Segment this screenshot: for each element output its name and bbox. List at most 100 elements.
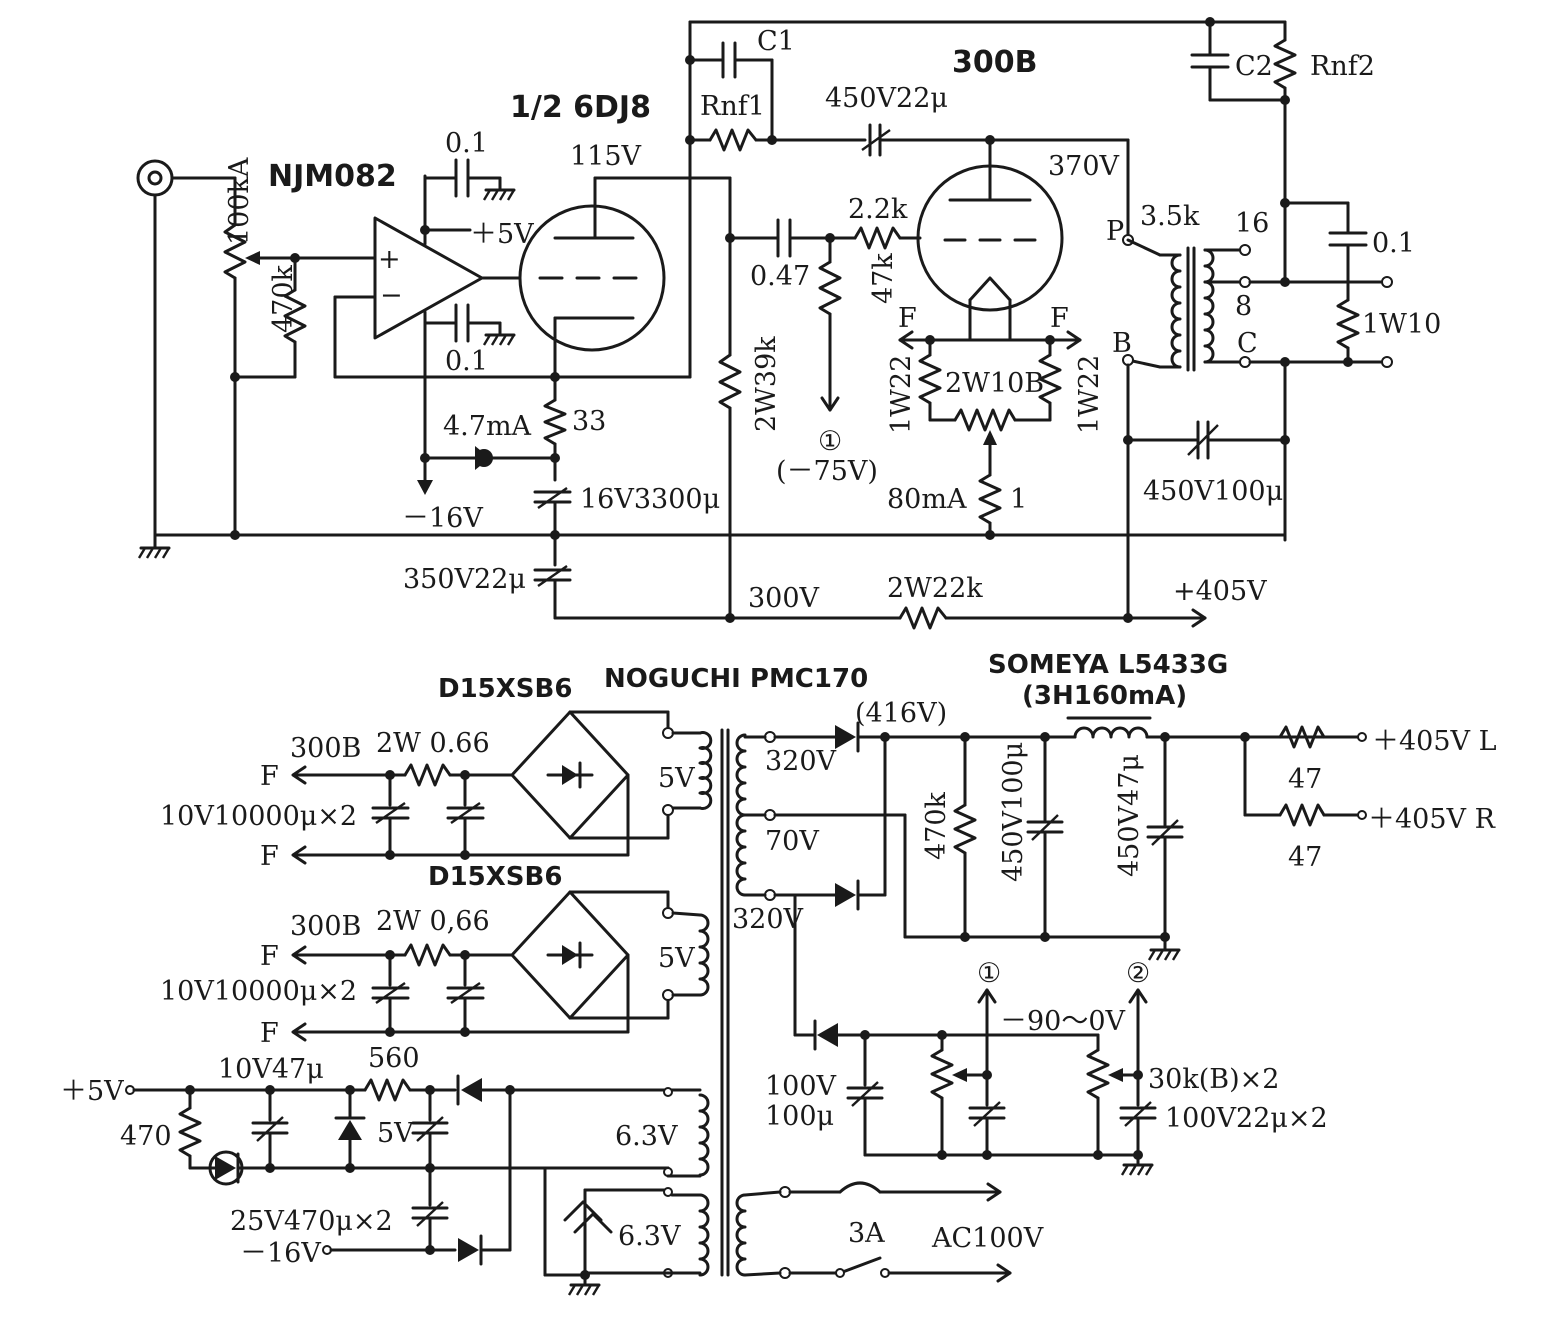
bias-cap-c-label: 100μ: [765, 1101, 834, 1132]
hum-right-label: 1W22: [1074, 355, 1105, 434]
out-l-label: ＋405V L: [1372, 726, 1497, 757]
input-jack[interactable]: [136, 159, 174, 197]
bypass-bottom-label: 0.1: [445, 346, 488, 377]
bypass-cap-top: [423, 158, 516, 202]
fil1-5v-label: 5V: [658, 763, 695, 794]
fil2-5v-label: 5V: [658, 943, 695, 974]
cathode-resistor: [543, 398, 567, 482]
fil2-tube-label: 300B: [290, 911, 361, 942]
power-supply-section: [125, 710, 1367, 1297]
cathode-res-label: 33: [572, 406, 606, 437]
hv-bottom-label: 320V: [732, 904, 804, 935]
bias-node-label: ①: [818, 426, 842, 457]
rnf1-label: Rnf1: [700, 91, 765, 122]
hv-top-label: 320V: [765, 746, 837, 777]
cathode-cap-label: 16V3300μ: [580, 484, 720, 515]
choke-spec-title: (3H160mA): [1022, 681, 1187, 711]
b-plus-label: +405V: [1173, 576, 1267, 607]
c2-label: C2: [1235, 51, 1273, 82]
input-resistor: [233, 256, 307, 379]
ground-symbol: [137, 546, 171, 560]
rectifier-bottom-title: D15XSB6: [428, 862, 562, 892]
driver-tube-title: 1/2 6DJ8: [510, 90, 651, 125]
filament-supply-1: [291, 710, 713, 865]
reg-cap-label: 10V47μ: [218, 1054, 324, 1085]
grid-leak-label: 47k: [868, 253, 899, 304]
hum-left-label: 1W22: [886, 355, 917, 434]
power-transformer: [698, 728, 791, 1279]
bias-range-label: －90〜0V: [1000, 1006, 1126, 1037]
coupling-cap: [728, 218, 857, 258]
out-5v-label: ＋5V: [60, 1076, 124, 1107]
mains-label: AC100V: [931, 1223, 1044, 1254]
node2-label: ②: [1126, 958, 1150, 989]
amplifier-section: [136, 17, 1393, 630]
opamp-plus-label: +: [378, 244, 401, 275]
hum-pot-label: 2W10B: [945, 368, 1044, 399]
dec-l-label: 47: [1288, 764, 1322, 795]
b-cap-label: 450V100μ: [1143, 476, 1283, 507]
led-current-label: 4.7mA: [443, 411, 532, 442]
fil1-res-label: 2W 0.66: [376, 728, 490, 759]
filament-supply-2: [291, 890, 710, 1042]
bias-cap-v-label: 100V: [765, 1071, 837, 1102]
plate-bypass-cap: [861, 123, 992, 157]
labels: NJM082 1/2 6DJ8 300B 100kA 470k + − 0.1 …: [60, 26, 1497, 1269]
xfmr-16-label: 16: [1235, 208, 1269, 239]
output-transformer: [1122, 238, 1251, 372]
heater-bottom-label: 6.3V: [618, 1221, 681, 1252]
c1-label: C1: [757, 26, 795, 57]
supply-cap-label: 350V22μ: [403, 564, 526, 595]
grid-leak: [818, 236, 842, 412]
plate-load: [718, 176, 742, 620]
hv-supply: [773, 716, 1367, 962]
xfmr-8-label: 8: [1235, 291, 1252, 322]
neg16v-label: －16V: [402, 503, 483, 534]
out-neg16-label: －16V: [240, 1238, 321, 1269]
fil2-f-bottom-label: F: [260, 1018, 279, 1049]
volume-pot-label: 100kA: [224, 157, 255, 245]
cathode-cap: [533, 487, 572, 537]
xfmr-c-label: C: [1237, 328, 1258, 359]
driver-tube: [518, 176, 732, 352]
grid-stopper-label: 2.2k: [848, 194, 908, 225]
bypass-top-label: 0.1: [445, 128, 488, 159]
bias-supply: [793, 893, 1157, 1177]
bypass-cap-bottom: [423, 303, 516, 347]
fuse-label: 3A: [848, 1218, 885, 1249]
zobel-res-label: 1W10: [1362, 309, 1441, 340]
fil2-res-label: 2W 0,66: [376, 906, 490, 937]
mains-input[interactable]: [788, 1181, 1012, 1283]
fil1-tube-label: 300B: [290, 733, 361, 764]
coupling-elec-label: 450V22μ: [825, 83, 948, 114]
supply-cap: [533, 533, 902, 620]
xfmr-p-label: P: [1106, 216, 1124, 247]
choke-title: SOMEYA L5433G: [988, 650, 1228, 680]
volume-pot[interactable]: [223, 176, 377, 537]
output-feedback: [1190, 17, 1368, 367]
bias-pots-label: 30k(B)×2: [1148, 1064, 1279, 1095]
fil2-caps-label: 10V10000μ×2: [160, 976, 357, 1007]
node1-label: ①: [977, 958, 1001, 989]
output-tube-title: 300B: [952, 45, 1038, 80]
reg-res-label: 560: [368, 1043, 420, 1074]
hv-mid-label: 70V: [765, 826, 819, 857]
zobel-cap-label: 0.1: [1372, 228, 1415, 259]
input-res-label: 470k: [268, 264, 299, 333]
plate-voltage-label: 370V: [1048, 151, 1120, 182]
xfmr-b-label: B: [1112, 328, 1132, 359]
zener-label: 5V: [377, 1118, 414, 1149]
plate-load-label: 2W39k: [751, 336, 782, 432]
fil1-f-top-label: F: [260, 761, 279, 792]
out-r-label: ＋405V R: [1368, 804, 1496, 835]
b-cap: [1123, 360, 1290, 620]
rectifier-top-title: D15XSB6: [438, 674, 572, 704]
f-right-label: F: [1050, 303, 1069, 334]
drop-resistor: [898, 606, 1207, 630]
current-led: [423, 446, 557, 470]
heater-top-label: 6.3V: [615, 1121, 678, 1152]
fil1-f-bottom-label: F: [260, 841, 279, 872]
cap2-label: 450V47μ: [1114, 754, 1145, 877]
v115-label: 115V: [570, 141, 642, 172]
